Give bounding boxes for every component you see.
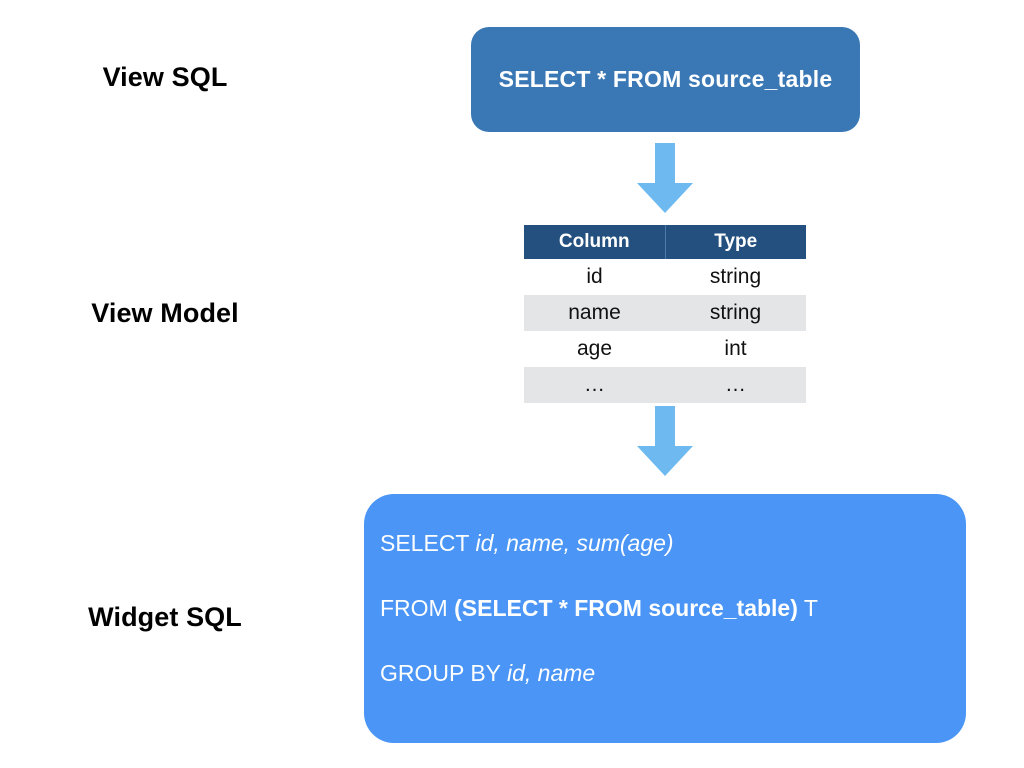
table-header-row: Column Type (524, 225, 806, 259)
cell-column-type: int (665, 331, 806, 367)
sql-keyword-groupby: GROUP BY (380, 660, 507, 686)
sql-table-alias: T (797, 595, 818, 621)
sql-subquery: (SELECT * FROM source_table) (454, 595, 798, 621)
column-header-column: Column (524, 225, 666, 259)
cell-column-name: … (524, 367, 665, 403)
cell-column-type: string (665, 295, 806, 331)
widget-sql-box: SELECT id, name, sum(age) FROM (SELECT *… (364, 494, 966, 743)
cell-column-type: … (665, 367, 806, 403)
view-sql-statement: SELECT * FROM source_table (498, 66, 833, 92)
cell-column-name: id (524, 259, 665, 295)
row-label-widget-sql: Widget SQL (88, 602, 242, 632)
cell-column-name: age (524, 331, 665, 367)
row-label-view-model: View Model (91, 298, 239, 328)
row-label-view-sql: View SQL (102, 62, 228, 92)
table-row: name string (524, 295, 806, 331)
down-arrow-icon (637, 406, 693, 476)
widget-sql-line-select: SELECT id, name, sum(age) (380, 532, 966, 555)
column-header-type: Type (665, 225, 806, 259)
sql-select-expression: id, name, sum(age) (475, 530, 674, 556)
cell-column-name: name (524, 295, 665, 331)
sql-groupby-expression: id, name (506, 660, 596, 686)
table-row: … … (524, 367, 806, 403)
sql-keyword-from: FROM (380, 595, 455, 621)
table-row: age int (524, 331, 806, 367)
view-model-table: Column Type id string name string age in… (524, 225, 806, 403)
widget-sql-line-groupby: GROUP BY id, name (380, 662, 966, 685)
sql-keyword-select: SELECT (380, 530, 476, 556)
down-arrow-icon (637, 143, 693, 213)
view-sql-box: SELECT * FROM source_table (471, 27, 860, 132)
cell-column-type: string (665, 259, 806, 295)
table-row: id string (524, 259, 806, 295)
widget-sql-line-from: FROM (SELECT * FROM source_table) T (380, 597, 966, 620)
